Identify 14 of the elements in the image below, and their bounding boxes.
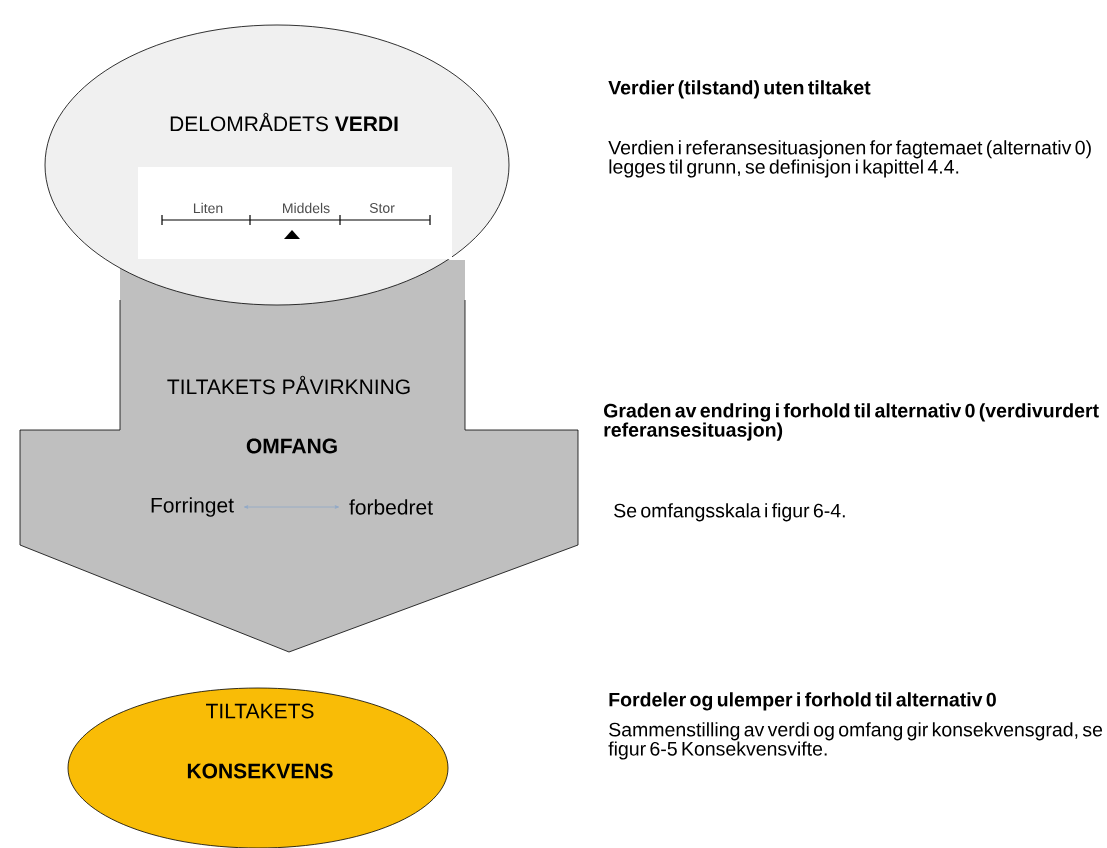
heading-text: Graden av endring i forhold til alternativ 0 (verdivurdert referansesituasjon) bbox=[604, 403, 1099, 441]
scope-heading: OMFANG bbox=[246, 438, 337, 454]
description-text: Se omfangsskala i figur 6-4. bbox=[614, 503, 845, 522]
heading-text: Fordeler og ulemper i forhold til alternativ 0 bbox=[609, 692, 996, 711]
heading-text: Verdier (tilstand) uten tiltaket bbox=[608, 80, 871, 99]
scale-box bbox=[138, 167, 452, 259]
scale-label: Liten bbox=[193, 202, 223, 214]
scale-end-text: forbedret bbox=[349, 499, 433, 515]
scale-label: Middels bbox=[283, 202, 330, 214]
scale-label: Stor bbox=[369, 203, 395, 213]
consequence-heading: KONSEKVENS bbox=[187, 763, 333, 779]
description-text: Verdien i referansesituasjonen for fagtemaet (alternativ 0) legges til grunn, se definisjon i kapittel 4.4. bbox=[608, 140, 1091, 178]
scale-end-text: Forringet bbox=[151, 497, 234, 517]
description-text: Sammenstilling av verdi og omfang gir konsekvensgrad, se figur 6-5 Konsekvensvifte. bbox=[608, 722, 1103, 760]
